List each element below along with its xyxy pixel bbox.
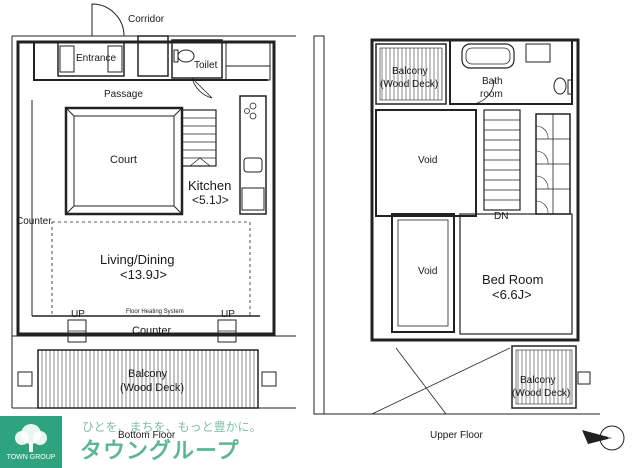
watermark-logo-text: TOWN GROUP (6, 454, 56, 461)
watermark-tagline: ひとを、まちを、もっと豊かに。 (82, 420, 262, 434)
bottom-floor-title: Bottom Floor (118, 430, 176, 441)
label-court: Court (110, 154, 137, 166)
upper-floor-plan (313, 35, 600, 415)
label-void-bottom: Void (418, 266, 438, 277)
label-living-dining-size: <13.9J> (120, 267, 167, 282)
label-balcony-sub: (Wood Deck) (120, 382, 184, 394)
watermark-brand: タウングループ (80, 439, 240, 464)
label-void-top: Void (418, 155, 438, 166)
label-entrance: Entrance (76, 53, 117, 64)
label-toilet: Toilet (194, 60, 218, 71)
tree-icon (15, 424, 47, 452)
compass-label: N (608, 432, 614, 441)
label-kitchen-size: <5.1J> (192, 193, 229, 207)
label-up-right: UP (221, 309, 235, 320)
label-passage: Passage (104, 89, 143, 100)
label-balcony: Balcony (128, 368, 168, 380)
watermark-logo (0, 416, 62, 468)
label-bath-sub: room (480, 89, 503, 100)
label-up-left: UP (71, 309, 85, 320)
label-balcony-bottom-sub: (Wood Deck) (512, 388, 571, 399)
label-counter-left: Counter (16, 216, 52, 227)
label-floor-heating: Floor Heating System (126, 309, 184, 315)
label-bedroom-size: <6.6J> (492, 287, 532, 302)
label-bedroom: Bed Room (482, 272, 544, 287)
label-kitchen: Kitchen (188, 178, 232, 193)
label-corridor: Corridor (128, 14, 165, 25)
bottom-floor-plan (11, 3, 296, 409)
label-living-dining: Living/Dining (100, 252, 175, 267)
north-compass (582, 425, 625, 451)
label-balcony-top: Balcony (392, 66, 428, 77)
label-balcony-top-sub: (Wood Deck) (380, 79, 439, 90)
label-dn: DN (494, 211, 509, 222)
label-bath: Bath (482, 76, 503, 87)
label-balcony-bottom: Balcony (520, 375, 556, 386)
upper-floor-title: Upper Floor (430, 430, 483, 441)
label-counter-bottom: Counter (132, 325, 172, 337)
